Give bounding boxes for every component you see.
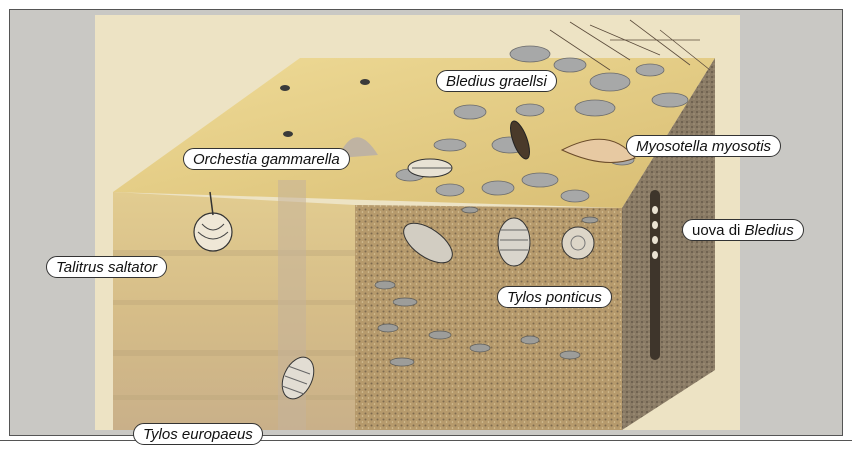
burrow-hole xyxy=(360,79,370,85)
tylos-ponticus-animal xyxy=(498,218,530,266)
burrow-hole xyxy=(283,131,293,137)
tylos-rolled-animal xyxy=(562,227,594,259)
label-bledius-graellsi: Bledius graellsi xyxy=(436,70,557,92)
label-myosotella-myosotis: Myosotella myosotis xyxy=(626,135,781,157)
label-orchestia-gammarella: Orchestia gammarella xyxy=(183,148,350,170)
bledius-egg-chamber xyxy=(650,190,660,360)
label-tylos-europaeus: Tylos europaeus xyxy=(133,423,263,445)
label-tylos-ponticus: Tylos ponticus xyxy=(497,286,612,308)
label-uova-di-bledius: uova di Bledius xyxy=(682,219,804,241)
sand-front-face xyxy=(113,192,355,430)
orchestia-animal xyxy=(408,159,452,177)
label-talitrus-saltator: Talitrus saltator xyxy=(46,256,167,278)
burrow-hole xyxy=(280,85,290,91)
bottom-rule xyxy=(0,440,852,441)
